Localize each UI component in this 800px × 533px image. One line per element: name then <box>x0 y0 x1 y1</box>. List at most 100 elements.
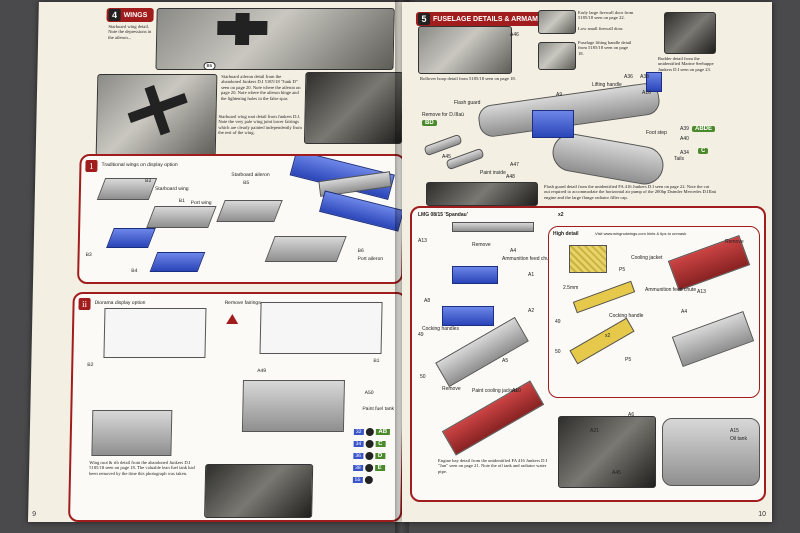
diorama-caption: Wing root & rib detail from the abandone… <box>88 460 195 476</box>
aileron-part <box>216 200 283 222</box>
caption: Flash guard detail from the unidentified… <box>544 184 716 200</box>
page-number: 9 <box>32 511 37 518</box>
engine-bay-photo <box>558 416 656 488</box>
paint-swatch-icon <box>365 440 374 448</box>
part-label: B5 <box>243 180 250 186</box>
step-two-icon: ii <box>78 298 91 310</box>
caption: Early large firewall door from 5185/18 s… <box>578 10 634 21</box>
part-label: Port wing <box>190 200 212 206</box>
part-label: Paint inside <box>480 170 506 176</box>
part-label: A48 <box>506 174 515 180</box>
paint-code: C <box>375 441 386 447</box>
paint-label: Remove for D.IIIaü <box>422 112 464 118</box>
part-label: x2 <box>605 333 611 339</box>
gun-part <box>452 266 498 284</box>
part-label: B3 <box>85 252 92 258</box>
part-label: A38 <box>640 74 649 80</box>
part-label: P5 <box>625 357 632 363</box>
photo-label: B6 <box>203 62 216 70</box>
gun-part <box>442 306 494 326</box>
hint-url: Visit www.wingnutwings.com hints & tips … <box>595 231 687 236</box>
flash-guard-photo <box>426 182 538 206</box>
paint-code: ABDE <box>692 126 716 132</box>
paint-swatch-icon <box>364 476 373 484</box>
left-page: 4 WINGS Starboard wing detail. Note the … <box>28 2 413 522</box>
rollover-hoop-photo <box>418 26 512 74</box>
part-label: A46 <box>510 32 519 38</box>
intro-caption: Starboard wing detail. Note the depressi… <box>108 24 152 40</box>
part-label: A21 <box>590 428 599 434</box>
paint-code: E <box>374 465 385 471</box>
part-label: 49 <box>555 319 561 325</box>
part-label: Port aileron <box>357 256 384 262</box>
caption: Rudder detail from the unidentified Mari… <box>658 56 714 72</box>
weapons-title: LMG 08/15 'Spandau' <box>418 212 468 218</box>
paint-code: BD <box>422 120 437 126</box>
gun-barrel-part <box>452 222 534 232</box>
paint-number: 38 <box>353 465 363 471</box>
part-label: A5 <box>502 358 509 364</box>
part-label: Oil tank <box>730 436 747 442</box>
paint-number: 32 <box>353 429 364 435</box>
part-label: A50 <box>364 390 374 396</box>
part-label: 50 <box>555 349 561 355</box>
part-label: B4 <box>131 268 138 274</box>
part-label: A4 <box>510 248 517 254</box>
aileron-part <box>264 236 347 262</box>
part-label: Remove fairings <box>224 300 261 306</box>
paint-swatch-icon <box>364 464 373 472</box>
part-label: Flash guard <box>454 100 481 106</box>
part-label: Cooling jacket <box>631 255 663 261</box>
part-label: A8 <box>424 298 431 304</box>
balkenkreuz-icon <box>217 13 268 45</box>
tail-part <box>646 72 662 92</box>
rudder-photo <box>664 12 716 54</box>
part-label: A16 <box>642 90 651 96</box>
option-label: Diorama display option <box>94 300 146 306</box>
part-label: Paint fuel tank <box>362 406 395 412</box>
part-label: Foot step <box>646 130 667 136</box>
section-number: 4 <box>108 9 121 21</box>
wing-root-part <box>241 380 345 432</box>
wing-part <box>103 308 207 358</box>
section-header-wings: 4 WINGS <box>106 8 154 22</box>
caption: Low small firewall door. <box>578 26 624 31</box>
caption: Rollover hoop detail from 5185/18 seen o… <box>420 76 516 81</box>
paint-code: C <box>698 148 709 154</box>
part-label: A39 <box>680 126 689 132</box>
multiplier: x2 <box>558 212 564 218</box>
part-label: P5 <box>619 267 626 273</box>
part-label: 49 <box>418 332 424 338</box>
option-label: Traditional wings on display option <box>101 162 178 168</box>
engine-bay-part <box>662 418 760 486</box>
high-detail-panel: High detail Visit www.wingnutwings.com h… <box>548 226 760 398</box>
part-label: A34 <box>680 150 689 156</box>
wing-root-photo <box>303 72 404 144</box>
part-label: Remove <box>442 386 461 392</box>
paint-number: 34 <box>353 441 364 447</box>
wing-part <box>549 130 667 188</box>
part <box>445 147 485 171</box>
section-header-fuselage: 5 FUSELAGE DETAILS & ARMAMENT <box>416 12 558 26</box>
paint-swatch-icon <box>364 452 374 460</box>
right-page: 5 FUSELAGE DETAILS & ARMAMENT Early larg… <box>402 2 772 522</box>
part-label: B6 <box>357 248 364 254</box>
part-label: A15 <box>730 428 739 434</box>
part-label: A2 <box>528 308 535 314</box>
part-label: Remove <box>472 242 491 248</box>
wing-top-photo <box>155 8 395 70</box>
paint-swatch-icon <box>365 428 374 436</box>
gun-part <box>671 310 755 368</box>
cooling-jacket-etch <box>569 245 607 273</box>
paint-number: 36 <box>353 453 364 459</box>
paint-number: 55 <box>352 477 363 483</box>
aileron-caption: Starboard aileron detail from the abando… <box>220 74 301 101</box>
paint-row: 34 C <box>353 440 386 448</box>
part-label: A47 <box>510 162 519 168</box>
part-label: A13 <box>697 289 706 295</box>
lifting-handle-photo <box>538 42 576 70</box>
engine-block <box>532 110 574 138</box>
part-label: B2 <box>87 362 94 368</box>
